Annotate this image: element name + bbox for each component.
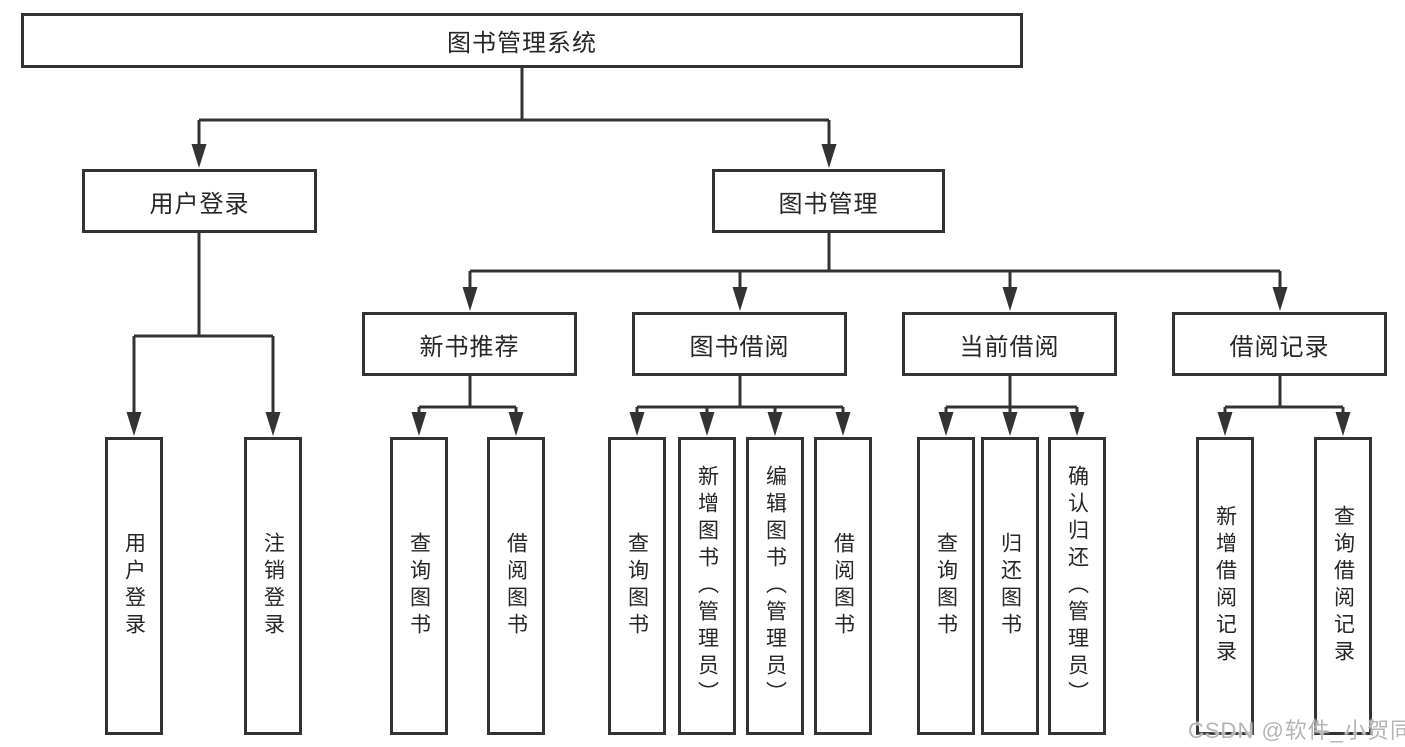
leaf-query-books-borrowing-label: 查询图书 <box>625 532 649 640</box>
leaf-edit-books-admin-label: 编辑图书（管理员） <box>763 464 787 708</box>
leaf-query-borrow-record: 查询借阅记录 <box>1314 437 1372 735</box>
leaf-confirm-return-admin: 确认归还（管理员） <box>1048 437 1106 735</box>
node-book-borrowing-label: 图书借阅 <box>689 333 790 361</box>
leaf-confirm-return-admin-label: 确认归还（管理员） <box>1065 464 1089 708</box>
leaf-return-books-label: 归还图书 <box>998 532 1022 640</box>
node-new-book-recommend-label: 新书推荐 <box>419 333 520 361</box>
node-user-login-label: 用户登录 <box>149 190 250 218</box>
leaf-user-login-label: 用户登录 <box>122 532 146 640</box>
leaf-logout-label: 注销登录 <box>261 532 285 640</box>
node-book-management-label: 图书管理 <box>778 190 879 218</box>
csdn-watermark: CSDN @软件_小贺同学 <box>1188 718 1405 743</box>
leaf-return-books: 归还图书 <box>981 437 1039 735</box>
leaf-borrow-books-recommend: 借阅图书 <box>487 437 545 735</box>
node-book-management: 图书管理 <box>712 169 945 233</box>
node-current-borrowing-label: 当前借阅 <box>959 333 1060 361</box>
node-borrowing-records: 借阅记录 <box>1172 312 1387 376</box>
leaf-query-books-current-label: 查询图书 <box>934 532 958 640</box>
node-borrowing-records-label: 借阅记录 <box>1229 333 1330 361</box>
leaf-query-books-borrowing: 查询图书 <box>608 437 666 735</box>
leaf-user-login: 用户登录 <box>105 437 163 735</box>
leaf-logout: 注销登录 <box>244 437 302 735</box>
leaf-query-books-recommend: 查询图书 <box>390 437 448 735</box>
leaf-add-borrow-record-label: 新增借阅记录 <box>1213 505 1237 667</box>
leaf-query-borrow-record-label: 查询借阅记录 <box>1331 505 1355 667</box>
node-user-login: 用户登录 <box>82 169 317 233</box>
node-current-borrowing: 当前借阅 <box>902 312 1117 376</box>
leaf-query-books-current: 查询图书 <box>917 437 975 735</box>
node-book-borrowing: 图书借阅 <box>632 312 847 376</box>
leaf-borrow-books: 借阅图书 <box>814 437 872 735</box>
leaf-query-books-recommend-label: 查询图书 <box>407 532 431 640</box>
node-root: 图书管理系统 <box>21 13 1023 68</box>
node-new-book-recommend: 新书推荐 <box>362 312 577 376</box>
leaf-add-books-admin: 新增图书（管理员） <box>678 437 736 735</box>
leaf-borrow-books-recommend-label: 借阅图书 <box>504 532 528 640</box>
leaf-borrow-books-label: 借阅图书 <box>831 532 855 640</box>
leaf-edit-books-admin: 编辑图书（管理员） <box>746 437 804 735</box>
leaf-add-books-admin-label: 新增图书（管理员） <box>695 464 719 708</box>
leaf-add-borrow-record: 新增借阅记录 <box>1196 437 1254 735</box>
node-root-label: 图书管理系统 <box>447 30 597 57</box>
